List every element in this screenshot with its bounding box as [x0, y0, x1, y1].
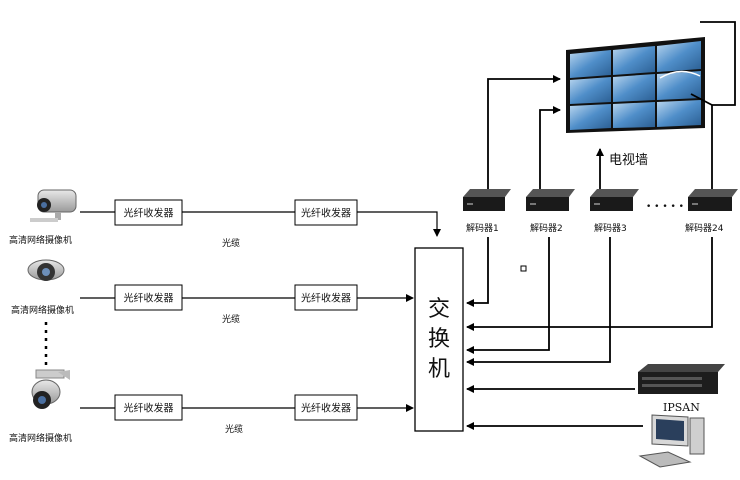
decoder-3: 解码器3 [590, 189, 639, 234]
svg-text:解码器2: 解码器2 [530, 222, 563, 234]
server-rack-icon [638, 364, 725, 394]
monitor-wall-icon [566, 37, 705, 133]
svg-text:解码器24: 解码器24 [685, 222, 724, 234]
transceiver-tx-2: 光纤收发器 [114, 284, 183, 311]
computer-icon [638, 414, 705, 468]
decoder-to-wall-links [487, 21, 736, 189]
svg-text:光纤收发器: 光纤收发器 [124, 402, 174, 415]
svg-text:解码器1: 解码器1 [466, 222, 499, 234]
transceiver-tx-3: 光纤收发器 [114, 394, 183, 421]
cable-label-3: 光缆 [225, 423, 243, 435]
video-wall: 电视墙 [566, 37, 705, 168]
cable-label-1: 光缆 [222, 237, 240, 249]
camera-3-label: 高清网络摄像机 [9, 432, 72, 444]
transceiver-tx-1: 光纤收发器 [114, 199, 183, 226]
svg-text:解码器3: 解码器3 [594, 222, 627, 234]
svg-text:换: 换 [428, 327, 450, 352]
ipsan-label: IPSAN [663, 401, 700, 414]
network-switch: 交 换 机 [414, 247, 464, 432]
decoder-2: 解码器2 [526, 189, 575, 234]
decoder-to-switch-links [466, 237, 713, 366]
cable-label-2: 光缆 [222, 313, 240, 325]
link-row-1 [80, 211, 441, 237]
camera-1-label: 高清网络摄像机 [9, 234, 72, 246]
bullet-camera-icon [30, 189, 77, 222]
svg-text:光纤收发器: 光纤收发器 [124, 292, 174, 305]
transceiver-rx-2: 光纤收发器 [294, 284, 358, 311]
svg-text:机: 机 [428, 357, 450, 382]
decoder-icon [688, 189, 738, 211]
marker-square [520, 265, 527, 272]
computer [638, 414, 705, 468]
decoder-24: 解码器24 [685, 189, 738, 234]
ipsan-storage: IPSAN [638, 364, 725, 414]
ptz-camera-icon [31, 369, 70, 409]
decoder-icon [526, 189, 575, 211]
camera-2-label: 高清网络摄像机 [11, 304, 74, 316]
decoder-ellipsis: • • • • • [646, 202, 684, 212]
video-wall-label: 电视墙 [609, 153, 648, 168]
transceiver-rx-1: 光纤收发器 [294, 199, 358, 226]
svg-text:光纤收发器: 光纤收发器 [301, 402, 351, 415]
svg-text:交: 交 [428, 297, 450, 322]
camera-3: 高清网络摄像机 [9, 369, 72, 444]
dome-camera-icon [27, 259, 65, 281]
decoder-icon [463, 189, 511, 211]
decoder-icon [590, 189, 639, 211]
decoder-1: 解码器1 [463, 189, 511, 234]
svg-text:光纤收发器: 光纤收发器 [301, 292, 351, 305]
camera-1: 高清网络摄像机 [9, 189, 77, 246]
svg-text:光纤收发器: 光纤收发器 [301, 207, 351, 220]
camera-2: 高清网络摄像机 [11, 259, 74, 316]
transceiver-rx-3: 光纤收发器 [294, 394, 358, 421]
svg-text:光纤收发器: 光纤收发器 [124, 207, 174, 220]
